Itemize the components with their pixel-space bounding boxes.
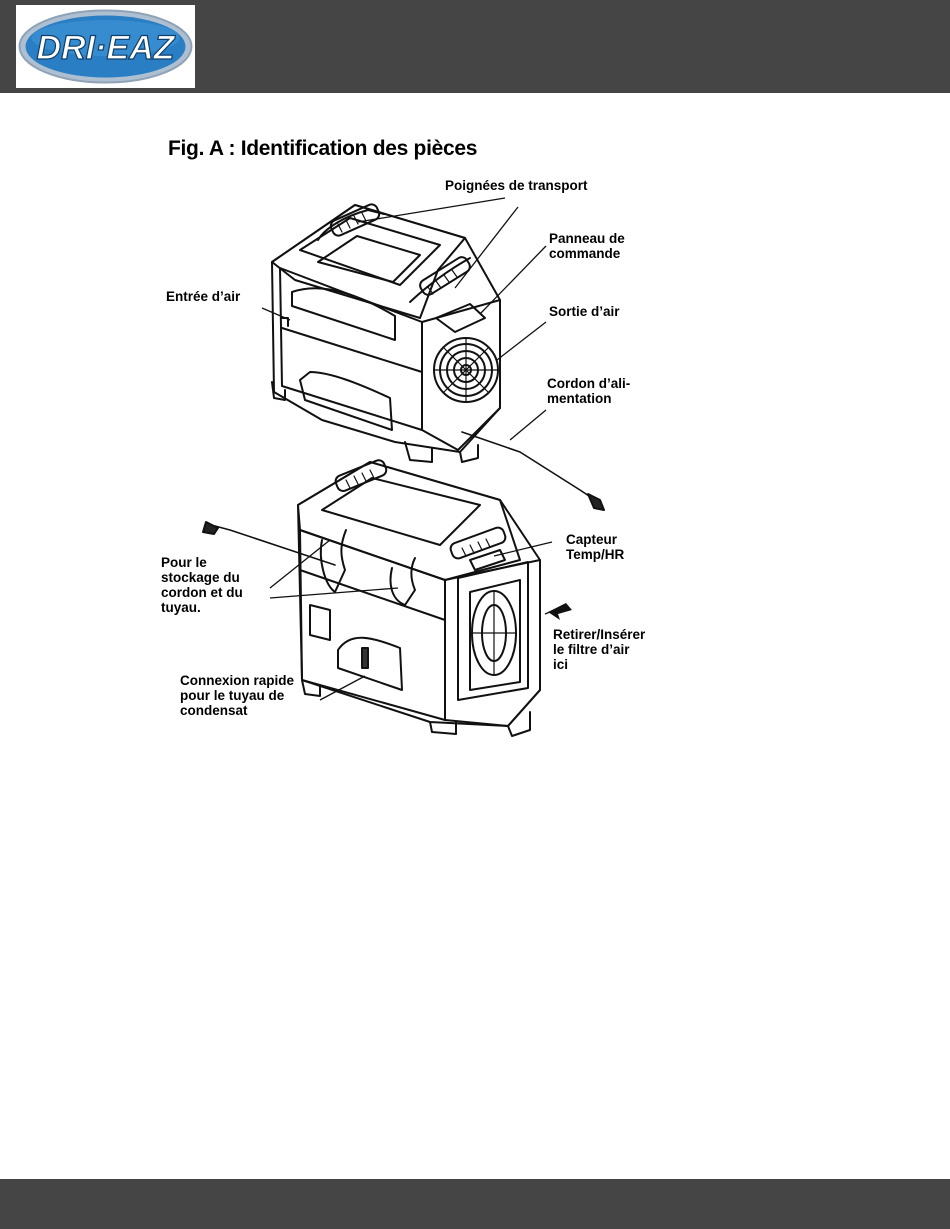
label-filter: Retirer/Insérer le filtre d’air ici [553,627,645,672]
footer-bar [0,1179,950,1229]
label-control-panel: Panneau de commande [549,231,625,261]
label-air-outlet: Sortie d’air [549,304,620,319]
label-quick-connect: Connexion rapide pour le tuyau de conden… [180,673,294,718]
label-handles: Poignées de transport [445,178,588,193]
label-power-cord: Cordon d’ali- mentation [547,376,630,406]
label-storage: Pour le stockage du cordon et du tuyau. [161,555,243,615]
label-air-inlet: Entrée d’air [166,289,240,304]
filter-arrow-icon [548,603,572,620]
label-sensor: Capteur Temp/HR [566,532,624,562]
